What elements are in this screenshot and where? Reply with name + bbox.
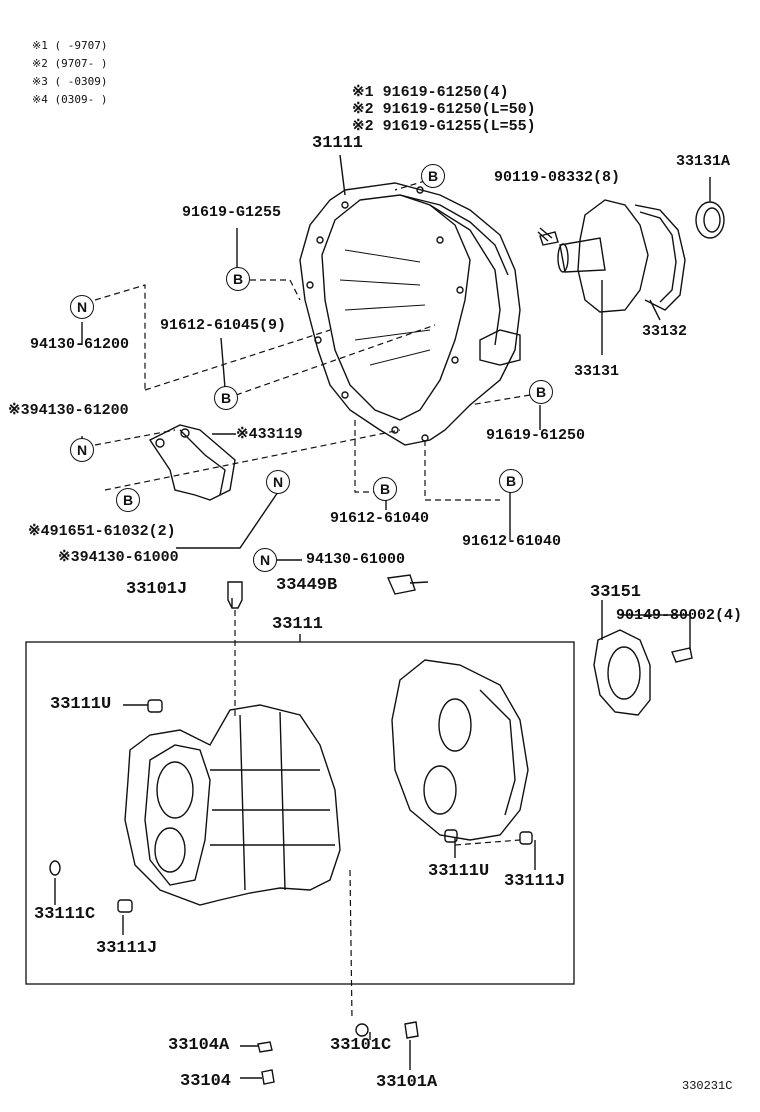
label-90119: 90119-08332(8) [494, 169, 621, 186]
label-33111U-b: 33111U [428, 862, 490, 881]
label-33131: 33131 [574, 363, 620, 380]
case-33111-left [124, 704, 341, 906]
label-33104: 33104 [180, 1072, 232, 1091]
gasket-33132 [634, 204, 686, 311]
figure-code: 330231C [682, 1079, 733, 1093]
note-2: ※2 (9707- ) [32, 57, 108, 70]
callout-b-left: B [226, 267, 250, 291]
label-91619-61250: 91619-61250 [486, 427, 586, 444]
callout-n-right: N [266, 470, 290, 494]
label-top-bolt-1: ※1 91619-61250(4) [352, 84, 509, 101]
label-91619-g1255: 91619-G1255 [182, 204, 282, 221]
callout-b-right: B [529, 380, 553, 404]
label-91612-61040-b: 91612-61040 [462, 533, 562, 550]
label-91651: ※491651-61032(2) [28, 523, 176, 540]
label-90149: 90149-80002(4) [616, 607, 743, 624]
callout-b-mid: B [214, 386, 238, 410]
callout-b-top: B [421, 164, 445, 188]
cover-33151 [593, 629, 651, 716]
callout-b-lower-right: B [499, 469, 523, 493]
callout-b-lower: B [373, 477, 397, 501]
note-3: ※3 ( -0309) [32, 75, 108, 88]
bellhousing-31111 [299, 182, 521, 446]
label-33101C: 33101C [330, 1036, 392, 1055]
label-33111J-b: 33111J [504, 872, 566, 891]
label-91612-61040-a: 91612-61040 [330, 510, 430, 527]
label-33101A: 33101A [376, 1073, 438, 1092]
callout-b-bracket: B [116, 488, 140, 512]
label-top-bolt-2: ※2 91619-61250(L=50) [352, 101, 536, 118]
label-top-bolt-3: ※2 91619-G1255(L=55) [352, 118, 536, 135]
label-33111U-a: 33111U [50, 695, 112, 714]
label-33101J: 33101J [126, 580, 188, 599]
label-31111: 31111 [312, 134, 364, 153]
callout-n-top: N [70, 295, 94, 319]
label-33132: 33132 [642, 323, 688, 340]
label-33111C: 33111C [34, 905, 96, 924]
label-33104A: 33104A [168, 1036, 230, 1055]
label-94130-61200: 94130-61200 [30, 336, 130, 353]
note-4: ※4 (0309- ) [32, 93, 108, 106]
note-1: ※1 ( -9707) [32, 39, 108, 52]
label-33111J-a: 33111J [96, 939, 158, 958]
label-94130-61000: 94130-61000 [306, 551, 406, 568]
label-33119: ※433119 [236, 426, 303, 443]
adapter-housing-right [391, 659, 529, 841]
retainer-33131 [577, 199, 649, 313]
label-33111: 33111 [272, 615, 324, 634]
label-33131A: 33131A [676, 153, 731, 170]
callout-n-bottom: N [253, 548, 277, 572]
callout-n-mid: N [70, 438, 94, 462]
bracket-33119 [148, 424, 236, 501]
label-94130-61000-s3: ※394130-61000 [58, 549, 179, 566]
label-91612-61045: 91612-61045(9) [160, 317, 287, 334]
label-94130-61200-s3: ※394130-61200 [8, 402, 129, 419]
label-33449B: 33449B [276, 576, 338, 595]
label-33151: 33151 [590, 583, 642, 602]
